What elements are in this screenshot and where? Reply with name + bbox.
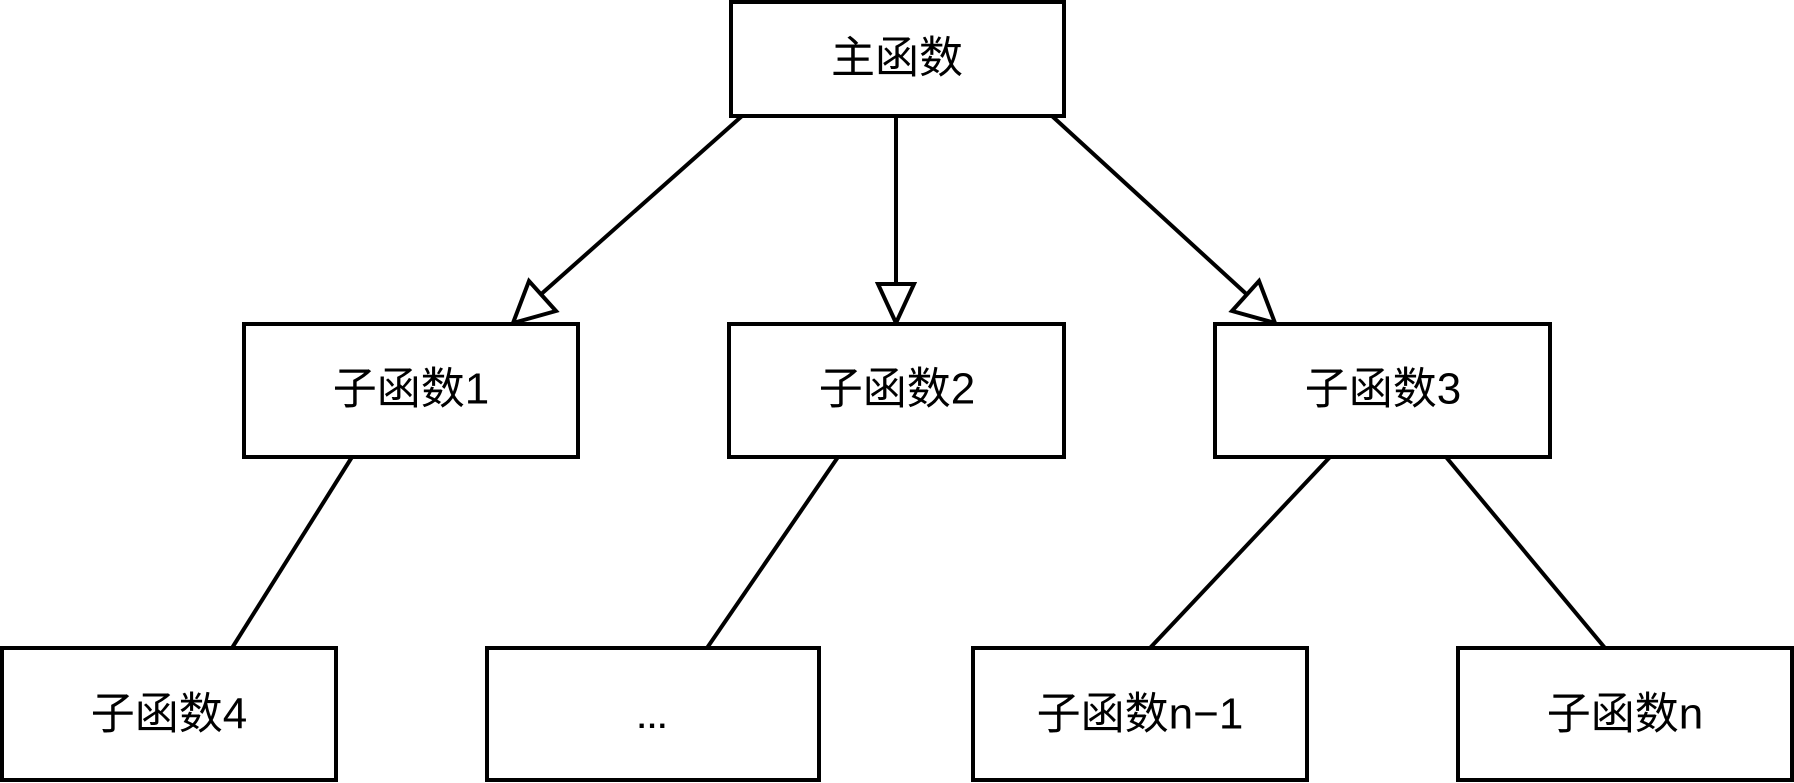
edge-root-to-sub3 [1050,114,1279,326]
edge-line-root-sub3 [1050,114,1268,314]
node-sub-function-3[interactable]: 子函数3 [1215,324,1550,457]
node-sub-function-n-label: 子函数n [1547,690,1703,739]
node-sub-function-1-label: 子函数1 [333,365,489,414]
edge-root-to-sub2 [874,116,918,328]
edge-line-sub3-subn1 [1148,455,1332,650]
edge-line-root-sub1 [519,114,744,314]
node-main-function-label: 主函数 [831,34,963,83]
edge-root-to-sub1 [509,114,744,326]
node-sub-function-1-box[interactable] [244,324,578,457]
node-sub-function-n-box[interactable] [1458,648,1792,780]
arrowhead-root-sub2-icon [874,282,918,328]
edge-line-sub3-subn [1444,455,1607,650]
node-sub-function-n-minus-1-box[interactable] [973,648,1307,780]
node-sub-function-n-minus-1[interactable]: 子函数n−1 [973,648,1307,780]
node-sub-function-4[interactable]: 子函数4 [2,648,336,780]
node-sub-function-n-minus-1-label: 子函数n−1 [1037,690,1244,739]
node-sub-function-2[interactable]: 子函数2 [729,324,1064,457]
node-sub-function-2-label: 子函数2 [819,365,975,414]
arrowhead-root-sub1-icon [509,277,560,326]
node-main-function-box[interactable] [731,2,1064,116]
node-ellipsis-label: ... [637,702,668,735]
node-ellipsis[interactable]: ... [487,648,819,780]
node-sub-function-n[interactable]: 子函数n [1458,648,1792,780]
node-sub-function-4-label: 子函数4 [91,690,247,739]
node-sub-function-2-box[interactable] [729,324,1064,457]
node-sub-function-1[interactable]: 子函数1 [244,324,578,457]
node-sub-function-3-box[interactable] [1215,324,1550,457]
edge-line-sub2-ellipsis [705,455,840,650]
edge-line-sub1-sub4 [230,455,354,650]
node-sub-function-3-label: 子函数3 [1305,365,1461,414]
node-ellipsis-box[interactable] [487,648,819,780]
node-sub-function-4-box[interactable] [2,648,336,780]
arrowhead-root-sub3-icon [1228,277,1279,326]
node-main-function[interactable]: 主函数 [731,2,1064,116]
